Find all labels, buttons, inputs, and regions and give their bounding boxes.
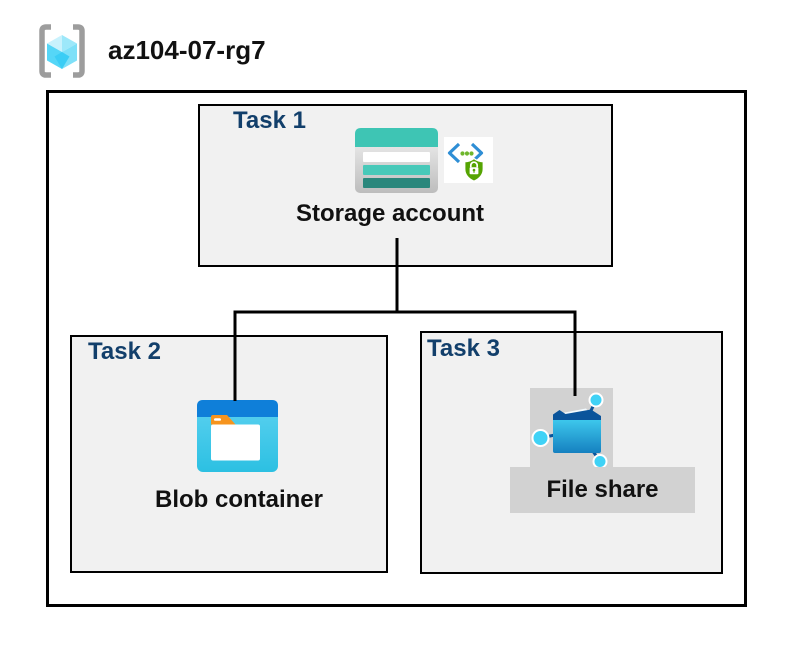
file-share-icon-background <box>530 388 613 468</box>
task1-label: Task 1 <box>233 107 306 134</box>
task2-label: Task 2 <box>88 338 161 365</box>
file-share-icon <box>531 392 608 468</box>
file-share-label-background <box>510 467 695 513</box>
resource-group-icon <box>39 24 85 78</box>
blob-container-icon <box>197 400 278 472</box>
storage-account-label: Storage account <box>295 200 485 227</box>
secure-endpoint-icon <box>444 137 493 183</box>
blob-container-label: Blob container <box>154 486 323 513</box>
file-share-label: File share <box>546 476 659 503</box>
storage-account-icon <box>355 128 438 193</box>
task3-label: Task 3 <box>427 335 500 362</box>
resource-group-name: az104-07-rg7 <box>108 35 266 65</box>
